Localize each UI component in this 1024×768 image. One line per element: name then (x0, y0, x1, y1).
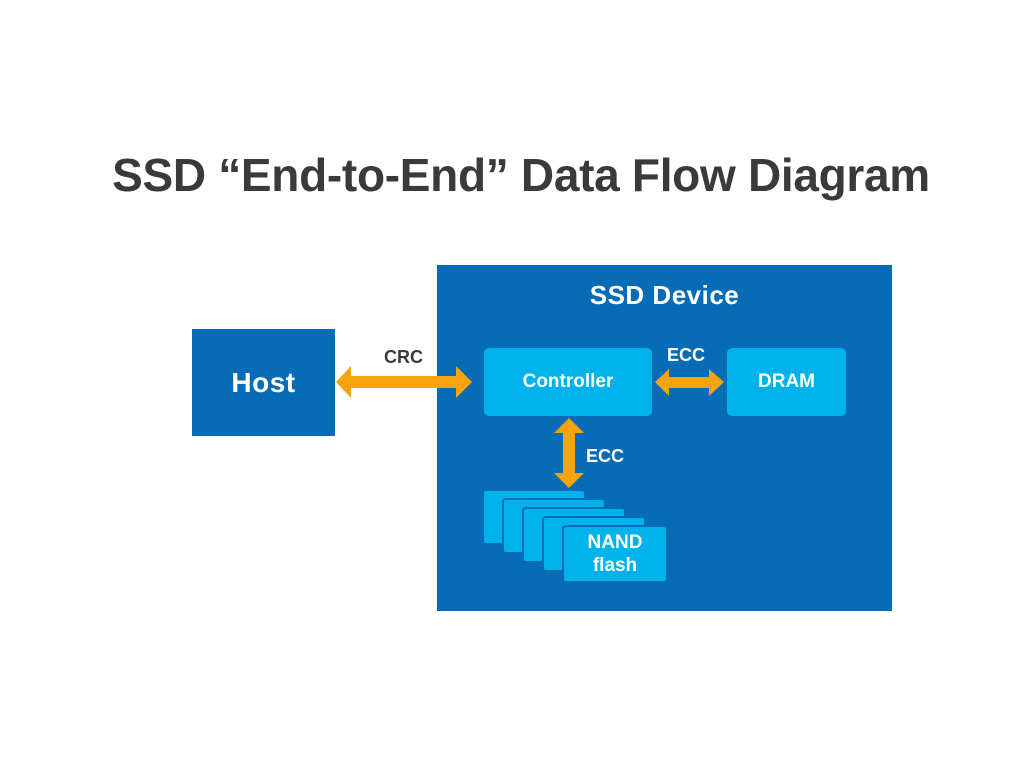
ecc-nand-label: ECC (586, 446, 625, 466)
host-label: Host (231, 366, 296, 398)
controller-node: Controller (484, 348, 652, 416)
dram-node: DRAM (727, 348, 846, 416)
ssd-device-label: SSD Device (589, 280, 740, 310)
ecc-dram-label: ECC (667, 345, 706, 365)
nand-label-line1: NAND (587, 532, 643, 553)
crc-double-arrow (336, 366, 472, 398)
dram-label: DRAM (758, 371, 815, 392)
controller-label: Controller (522, 371, 614, 392)
host-node: Host (192, 329, 335, 436)
nand-label-line2: flash (592, 555, 638, 576)
crc-label: CRC (384, 347, 423, 367)
ecc-vertical-double-arrow (554, 418, 584, 488)
ecc-horizontal-double-arrow (655, 369, 724, 396)
page-title: SSD “End-to-End” Data Flow Diagram (112, 149, 930, 201)
nand-flash-node: NAND flash (562, 525, 668, 583)
